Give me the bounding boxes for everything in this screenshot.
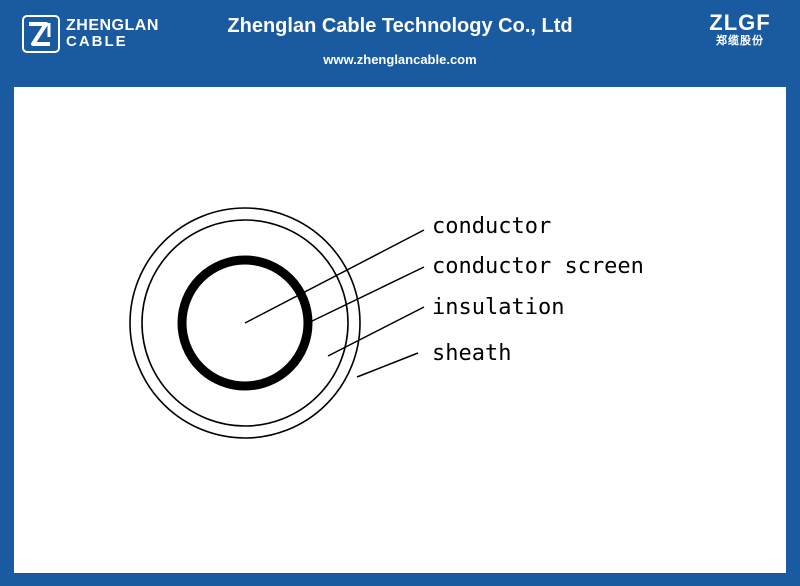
brand-mark-text: ZLGF <box>709 10 771 35</box>
logo-text-line2: CABLE <box>66 33 128 50</box>
sheath-outer-ring <box>129 207 361 439</box>
leader-line-conductor-screen <box>307 266 425 324</box>
diagram-panel: conductor conductor screen insulation sh… <box>14 87 786 573</box>
website-url: www.zhenglancable.com <box>323 52 477 67</box>
label-insulation: insulation <box>432 295 565 320</box>
label-conductor: conductor <box>432 214 552 239</box>
header-bar: ZHENGLAN CABLE Zhenglan Cable Technology… <box>0 0 800 82</box>
logo-text-line1: ZHENGLAN <box>66 17 159 34</box>
brand-sub-text: 郑缆股份 <box>716 34 764 47</box>
zl-logo-icon <box>22 15 60 53</box>
leader-line-insulation <box>327 306 425 357</box>
label-conductor-screen: conductor screen <box>432 254 644 279</box>
company-logo: ZHENGLAN CABLE <box>22 14 159 54</box>
company-title: Zhenglan Cable Technology Co., Ltd <box>227 15 573 37</box>
brand-logo: ZLGF 郑缆股份 <box>700 12 780 48</box>
label-sheath: sheath <box>432 341 512 366</box>
leader-line-sheath <box>356 352 419 378</box>
sheath-inner-ring <box>141 219 349 427</box>
cable-cross-section-diagram <box>129 207 425 439</box>
leader-line-conductor <box>244 229 425 324</box>
